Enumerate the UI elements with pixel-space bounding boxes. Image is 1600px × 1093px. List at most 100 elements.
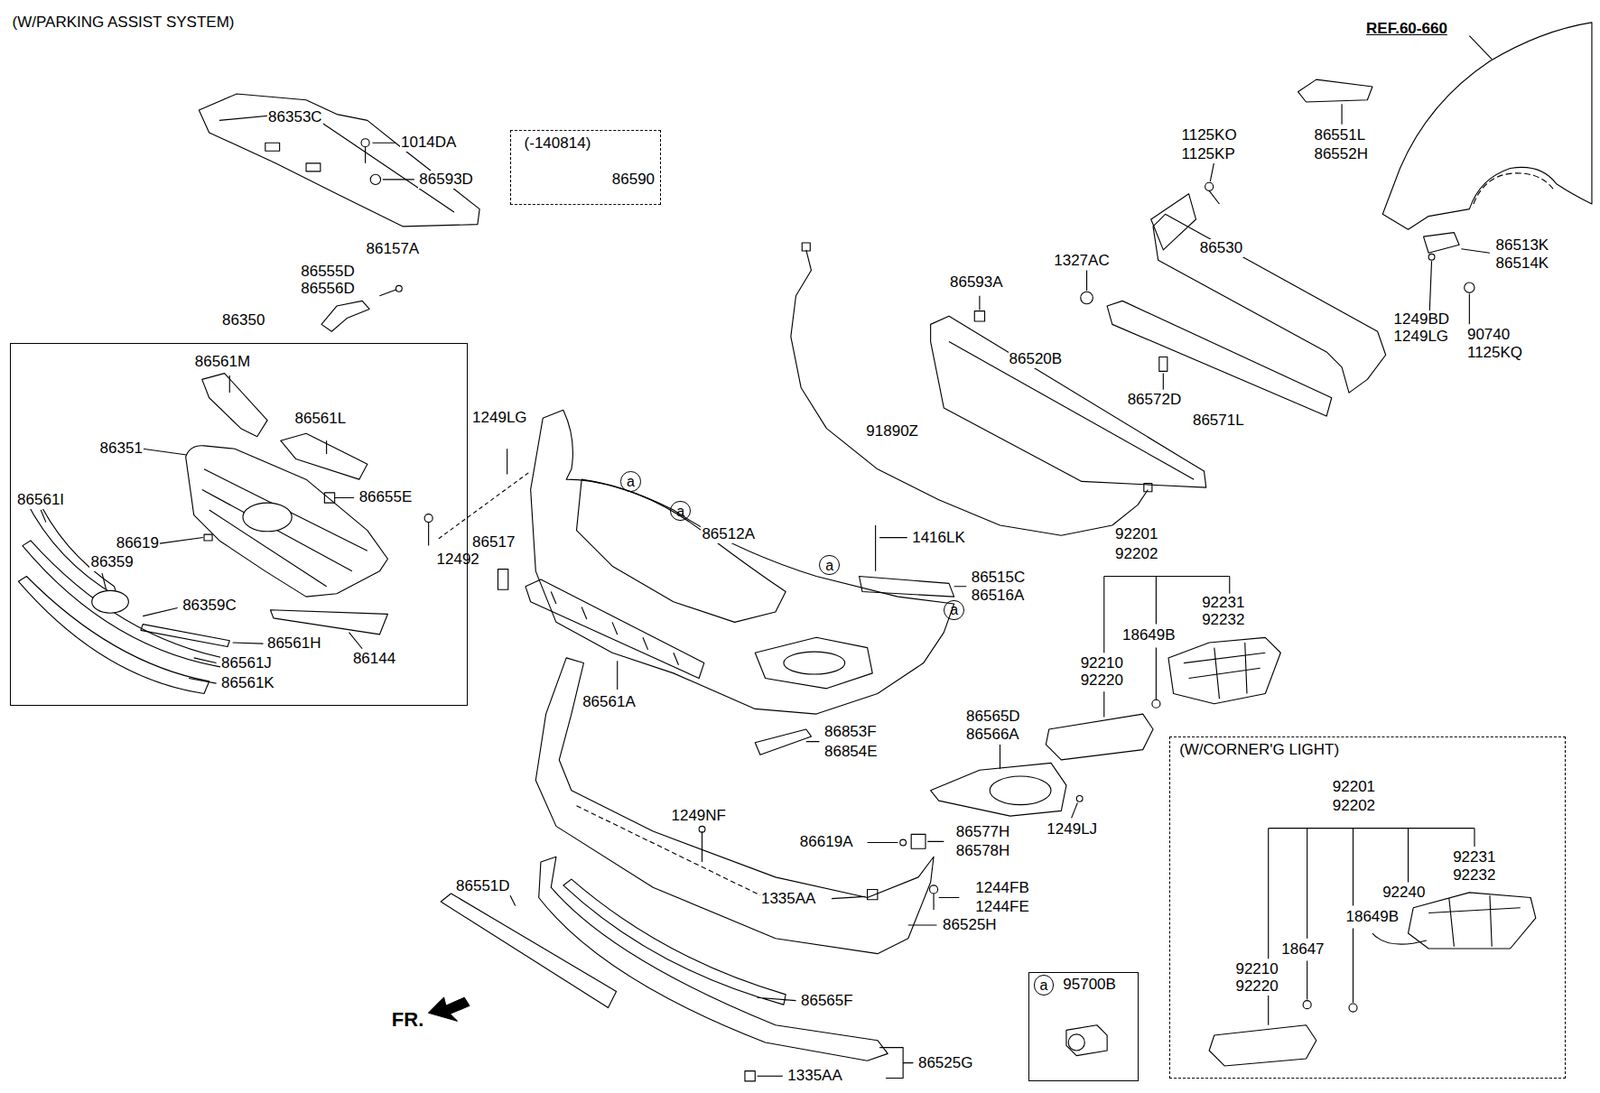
callout-number: 1416LK (911, 529, 967, 548)
callout-number: 86520B (1008, 350, 1064, 369)
callout-number: 86555D (299, 262, 356, 281)
callout-number: 86551D (455, 877, 512, 896)
energy-absorber (974, 311, 985, 322)
box-heading: 86350 (221, 311, 266, 330)
bumper-beam (1209, 161, 1219, 205)
callout-number: 86561A (581, 693, 637, 712)
bumper-beam (1086, 269, 1088, 291)
callout-number: 1125KP (1181, 145, 1237, 164)
grille (18, 576, 209, 695)
callout-number: 86530 (1199, 239, 1244, 258)
fog-lamp (1168, 637, 1281, 704)
cowl-cover (364, 147, 366, 164)
lower-bumper (744, 1071, 755, 1082)
lower-bumper (911, 834, 926, 849)
parking-sensor (1068, 1034, 1085, 1052)
front-bumper-cover (859, 576, 968, 598)
lower-bumper (698, 826, 706, 833)
cowl-cover (370, 174, 381, 185)
callout-number: 86561J (220, 654, 273, 673)
callout-number: 1014DA (400, 133, 457, 152)
callout-number: 86854E (823, 743, 879, 762)
fender (1428, 253, 1435, 261)
front-bumper-cover (530, 409, 955, 715)
fog-lamp (1076, 795, 1083, 802)
callout-number: 86551L (1312, 126, 1367, 145)
box-heading: (-140814) (523, 134, 593, 153)
fog-lamp (1152, 699, 1161, 708)
grille (324, 493, 335, 503)
callout-number: 86359C (181, 596, 238, 615)
callout-number: 92240 (1381, 883, 1426, 903)
callout-number: 18649B (1344, 908, 1400, 927)
reference-letter: a (1039, 977, 1050, 994)
bracket (321, 300, 370, 332)
parking-sensor (1066, 1025, 1107, 1057)
reference-circle: a (669, 501, 691, 522)
callout-number: 86565D (965, 707, 1022, 726)
callout-number: 86351 (99, 439, 144, 458)
fender (1423, 232, 1489, 254)
front-bumper-cover (754, 729, 819, 755)
callout-number: 92210 (1079, 654, 1125, 673)
grille (280, 433, 368, 480)
grille (92, 590, 130, 614)
callout-number: 86561H (266, 634, 323, 653)
bracket (395, 285, 402, 292)
callout-number: 86516A (970, 586, 1026, 605)
front-arrow (428, 997, 470, 1022)
grille (140, 624, 230, 648)
front-arrow (428, 997, 470, 1022)
callout-number: 86593D (418, 170, 475, 189)
callout-number: 86525H (941, 916, 998, 935)
lower-bumper (440, 658, 959, 1082)
front-bumper-cover (497, 569, 508, 591)
callout-number: 92231 (1200, 594, 1246, 613)
sensor-wiring (790, 242, 1153, 536)
callout-number: 92201 (1114, 525, 1159, 544)
cowl-cover (198, 93, 480, 227)
parking-sensor (1066, 1025, 1107, 1057)
callout-number: 86517 (471, 533, 516, 552)
callout-number: 91890Z (865, 422, 920, 441)
fender (1429, 260, 1432, 311)
front-bumper-cover (754, 637, 873, 689)
diagram-title: (W/PARKING ASSIST SYSTEM) (12, 13, 235, 32)
lower-bumper (757, 1076, 783, 1078)
reference-circle: a (818, 555, 840, 577)
grille (22, 540, 241, 670)
callout-number: 1249BD (1393, 310, 1451, 329)
lower-bumper (879, 1048, 913, 1080)
callout-number: 86512A (700, 525, 756, 544)
callout-number: 92201 (1331, 778, 1377, 797)
callout-number: 90740 (1466, 325, 1511, 345)
callout-number: 86515C (970, 568, 1027, 587)
callout-number: 86566A (965, 725, 1021, 745)
front-bumper-cover (525, 579, 705, 680)
callout-number: 92202 (1114, 545, 1159, 564)
bracket (379, 289, 396, 297)
front-bumper-cover (783, 651, 846, 675)
cowl-cover (265, 142, 280, 151)
callout-number: 1125KO (1181, 126, 1238, 145)
callout-number: 1335AA (786, 1067, 844, 1086)
cornering-lamp (1348, 1004, 1358, 1013)
box-heading: 95700B (1061, 976, 1117, 995)
fender (1469, 293, 1470, 325)
group-box: (-140814)86590 (510, 130, 661, 206)
grille (202, 469, 368, 587)
callout-number: 86561M (194, 353, 252, 372)
energy-absorber (978, 296, 980, 311)
fog-lamp (930, 576, 1282, 819)
callout-number: 86157A (365, 240, 421, 259)
callout-number: 1335AA (760, 890, 818, 909)
fog-lamp (1071, 802, 1079, 819)
grille (142, 375, 354, 544)
bumper-beam (1080, 161, 1387, 418)
fender (1382, 22, 1592, 230)
front-bumper-cover (875, 525, 908, 572)
cornering-lamp (1209, 1025, 1317, 1067)
